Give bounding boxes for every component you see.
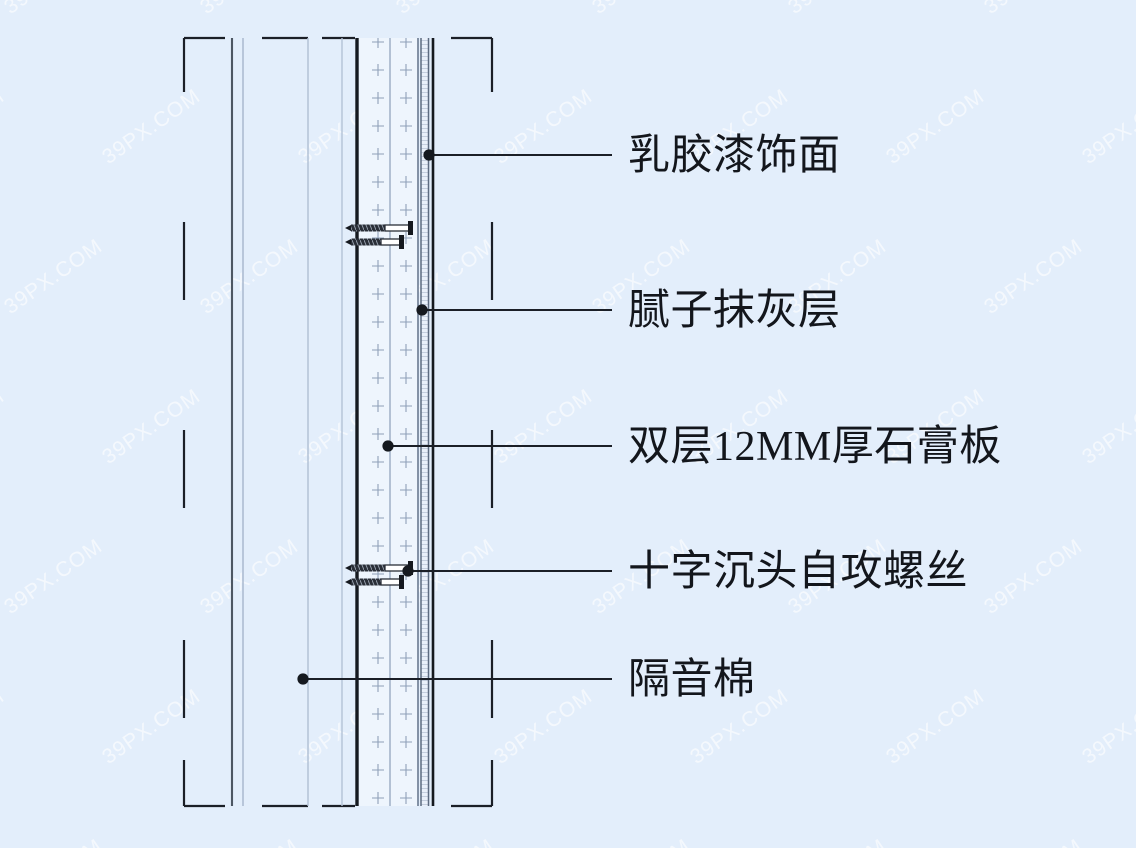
leader-dot-sound-insulation-cotton (297, 673, 309, 685)
gypsum-board-assembly (355, 38, 419, 806)
annotation-label-double-layer-gypsum-board: 双层12MM厚石膏板 (628, 424, 1002, 470)
furring-dashed-bracket (322, 36, 355, 808)
screw-upper-2 (345, 235, 404, 249)
leader-dot-latex-paint-finish (423, 149, 435, 161)
annotation-label-latex-paint-finish: 乳胶漆饰面 (628, 133, 841, 179)
screw-upper-1 (345, 221, 413, 235)
screw-lower-2 (345, 575, 404, 589)
inner-dashed-bracket-left (262, 36, 308, 808)
leader-dot-cross-countersunk-self-tapping-screw (402, 565, 414, 577)
annotation-label-putty-plaster-layer: 腻子抹灰层 (628, 288, 841, 334)
outer-dashed-bracket-right (451, 36, 494, 808)
annotation-label-cross-countersunk-self-tapping-screw: 十字沉头自攻螺丝 (628, 549, 969, 595)
annotation-label-sound-insulation-cotton: 隔音棉 (628, 657, 756, 703)
outer-dashed-bracket-left (182, 36, 225, 808)
stud-face-lines (230, 38, 244, 806)
leader-lines (297, 149, 612, 685)
leader-dot-putty-plaster-layer (416, 304, 428, 316)
leader-dot-double-layer-gypsum-board (382, 440, 394, 452)
